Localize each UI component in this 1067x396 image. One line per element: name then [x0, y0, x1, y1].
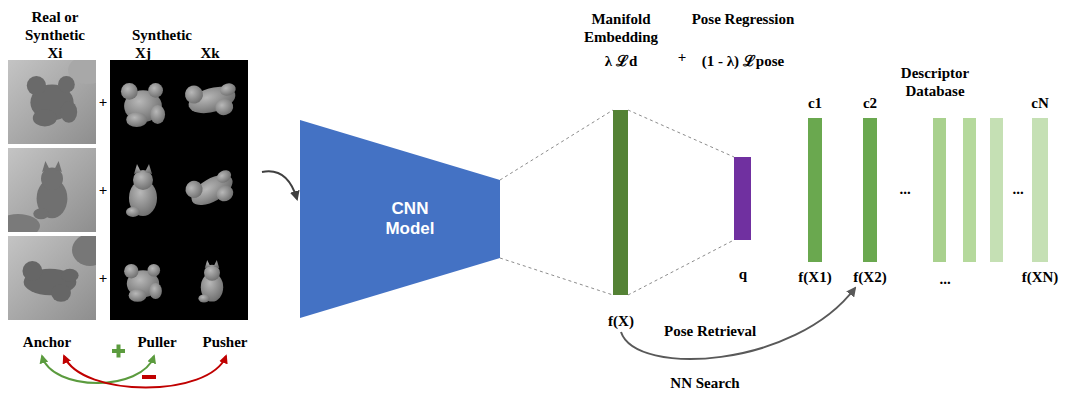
node-text: f(X1) — [790, 268, 840, 286]
anchor-image-part — [8, 60, 96, 144]
minus-icon-part — [142, 375, 156, 379]
role-label: Anchor — [23, 333, 71, 351]
node-heading: cN — [1015, 94, 1065, 112]
node-heading: c1 — [790, 94, 840, 112]
retrieval-arrow — [621, 288, 855, 359]
node-text: f(X) — [566, 312, 676, 330]
anchor-image-part-part — [27, 76, 77, 126]
anchor-image-part-part — [33, 161, 67, 219]
anchor-image-part-part — [23, 261, 79, 302]
projection-lines-part — [628, 240, 734, 295]
ellipsis: ... — [1012, 180, 1023, 198]
triplet-arrows — [42, 356, 226, 388]
embedding-bar — [613, 110, 628, 295]
triplet-arrows-part — [64, 356, 226, 388]
descriptor: cN f(XN) — [1015, 94, 1065, 288]
symbol-label: Xj — [135, 44, 151, 62]
node-text: f(X2) — [845, 268, 895, 286]
minus-icon — [142, 375, 156, 379]
symbol-label: Xi — [48, 44, 63, 62]
pose-layer: Pose Regression (1 - λ) ℒpose q — [688, 10, 798, 285]
projection-lines-part — [500, 110, 613, 180]
synthetic-image-part — [198, 260, 223, 302]
plus-icon-part — [117, 345, 121, 358]
anchor-image — [0, 56, 108, 320]
anchor-image-part — [8, 236, 96, 320]
synthetic-image — [110, 60, 248, 320]
node-text: q — [688, 265, 798, 283]
node-heading: Descriptor Database — [880, 64, 990, 100]
database-bars — [933, 118, 1003, 262]
input-arrow — [262, 171, 297, 199]
column-heading: Real or Synthetic — [15, 8, 95, 44]
embedding-bar — [734, 157, 751, 240]
projection-lines-part — [628, 110, 734, 157]
synthetic-image-part — [182, 162, 242, 217]
node-text: λ ℒd — [566, 52, 676, 70]
plus-sign: + — [99, 93, 108, 111]
node-heading: Pose Regression — [688, 10, 798, 28]
plus-icon — [112, 345, 125, 358]
synthetic-image-part — [124, 264, 162, 302]
node-heading: CNN Model — [375, 199, 445, 239]
edge-note: NN Search — [670, 374, 739, 392]
database-bars-part — [933, 118, 946, 262]
projection-lines-part — [500, 258, 613, 295]
ellipsis: ... — [899, 180, 910, 198]
embedding-bar — [1032, 118, 1048, 262]
role-label: Pusher — [203, 333, 248, 351]
node-text: (1 - λ) ℒpose — [688, 52, 798, 70]
anchor-image-part-part — [72, 236, 96, 266]
role-label: Puller — [137, 333, 176, 351]
descriptor: c1 f(X1) — [790, 94, 840, 288]
ellipsis: ... — [939, 270, 950, 288]
symbol-label: Xk — [200, 44, 219, 62]
triplet-arrows-part — [42, 356, 154, 383]
node-heading: c2 — [845, 94, 895, 112]
cnn-trapezoid: CNN Model — [300, 120, 500, 318]
embedding-bar — [863, 118, 877, 262]
plus-sign: + — [99, 181, 108, 199]
synthetic-image-part — [183, 75, 242, 124]
plus-sign: + — [678, 48, 687, 66]
descriptor: c2 f(X2) — [845, 94, 895, 288]
embedding-layer: Manifold Embedding λ ℒd f(X) — [566, 10, 676, 332]
embedding-bar — [808, 118, 822, 262]
anchor-image-part — [8, 148, 96, 232]
edge-label: Pose Retrieval — [662, 322, 758, 340]
trapezoid-shape — [300, 120, 500, 318]
database-bars-part — [990, 118, 1003, 262]
descriptor-database: Descriptor Database c1 f(X1) c2 f(X2) cN f(XN) — [790, 62, 1065, 292]
database-bars-part — [963, 118, 976, 262]
node-heading: Manifold Embedding — [566, 10, 676, 46]
projection-lines — [500, 110, 734, 295]
synthetic-image-part — [126, 164, 157, 217]
node-text: f(XN) — [1015, 268, 1065, 286]
synthetic-image-part — [121, 83, 165, 127]
plus-sign: + — [99, 269, 108, 287]
synthetic-image-part — [110, 60, 248, 320]
column-heading: Synthetic — [132, 26, 192, 44]
